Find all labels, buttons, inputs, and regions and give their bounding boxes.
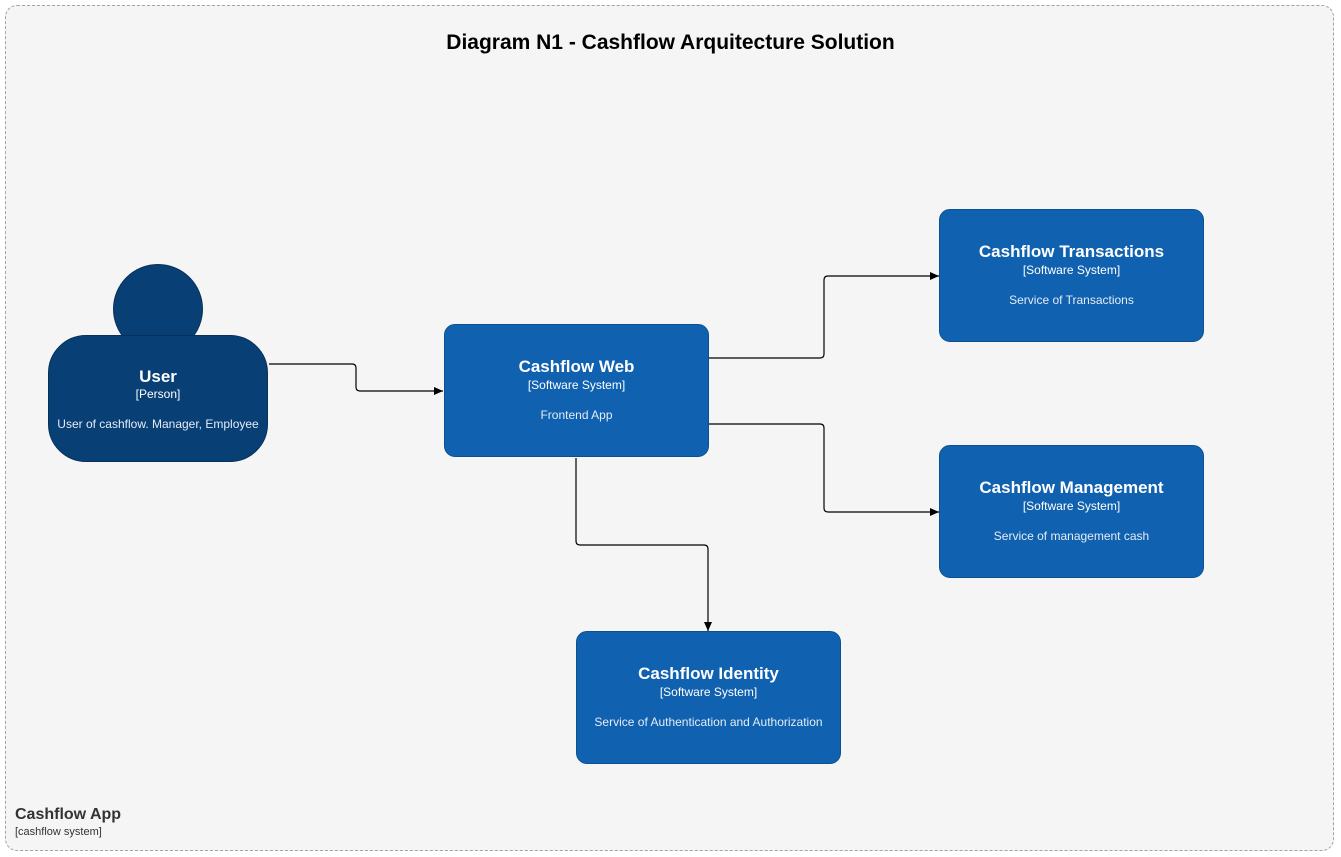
person-user: User [Person] User of cashflow. Manager,… — [48, 335, 268, 462]
system-type: [Software System] — [527, 378, 626, 392]
person-type: [Person] — [135, 387, 181, 401]
person-description: User of cashflow. Manager, Employee — [57, 417, 259, 431]
system-description: Service of management cash — [993, 529, 1150, 543]
system-type: [Software System] — [659, 685, 758, 699]
system-name: Cashflow Identity — [638, 664, 779, 683]
system-type: [Software System] — [1022, 499, 1121, 513]
system-name: Cashflow Management — [979, 478, 1164, 497]
system-name: Cashflow Transactions — [978, 242, 1165, 261]
system-description: Service of Transactions — [1009, 293, 1134, 307]
edge-web-to-management — [709, 423, 939, 516]
system-description: Service of Authentication and Authorizat… — [594, 715, 823, 729]
edge-web-to-transactions — [709, 272, 939, 359]
person-name: User — [139, 367, 177, 386]
system-cashflow-management: Cashflow Management [Software System] Se… — [939, 445, 1204, 578]
system-cashflow-transactions: Cashflow Transactions [Software System] … — [939, 209, 1204, 342]
diagram-title: Diagram N1 - Cashflow Arquitecture Solut… — [446, 31, 895, 54]
system-cashflow-identity: Cashflow Identity [Software System] Serv… — [576, 631, 841, 764]
system-cashflow-web: Cashflow Web [Software System] Frontend … — [444, 324, 709, 457]
system-description: Frontend App — [540, 408, 613, 422]
edge-user-to-web — [269, 363, 443, 395]
system-type: [Software System] — [1022, 263, 1121, 277]
boundary-name: Cashflow App — [15, 806, 122, 823]
boundary-technology: [cashflow system] — [15, 826, 102, 838]
system-name: Cashflow Web — [518, 357, 635, 376]
edge-web-to-identity — [575, 458, 712, 631]
